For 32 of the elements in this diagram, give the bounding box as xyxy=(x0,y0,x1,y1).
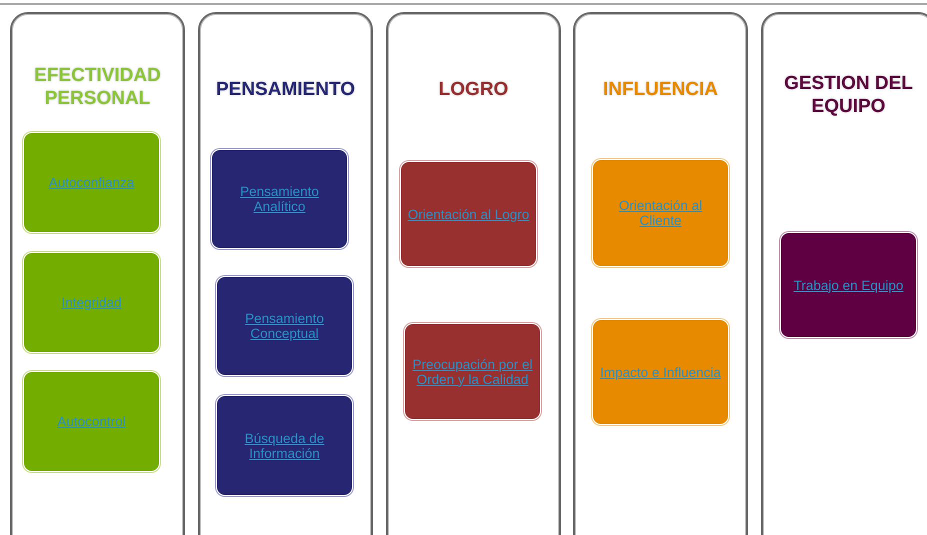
category-heading: PENSAMIENTO xyxy=(216,78,355,101)
category-heading: INFLUENCIA xyxy=(602,78,718,101)
category-panel xyxy=(10,12,185,535)
competency-link: Orientación al Cliente xyxy=(618,198,704,228)
competency-box xyxy=(216,395,353,496)
category-heading: EFECTIVIDAD PERSONAL xyxy=(33,64,162,110)
competency-link: Impacto e Influencia xyxy=(600,364,721,380)
competency-link: Preocupación por el Orden y la Calidad xyxy=(411,356,534,386)
competency-box xyxy=(216,276,353,376)
competency-box xyxy=(592,159,729,267)
competency-link: Integridad xyxy=(61,295,122,310)
competency-box xyxy=(211,149,348,249)
competency-box xyxy=(23,132,160,233)
competency-box xyxy=(404,323,541,420)
competency-link: Búsqueda de Información xyxy=(244,430,326,460)
competency-link: Pensamiento Analítico xyxy=(239,184,320,214)
category-panel xyxy=(198,12,373,535)
competency-box xyxy=(592,319,729,425)
category-panel xyxy=(573,12,748,535)
competency-link: Autoconfianza xyxy=(48,175,134,190)
competency-box xyxy=(23,252,160,353)
category-panel xyxy=(386,12,561,535)
competency-box xyxy=(780,232,917,338)
competency-box xyxy=(23,371,160,472)
category-panel xyxy=(761,12,927,535)
competency-link: Autocontrol xyxy=(57,414,126,429)
competency-link: Pensamiento Conceptual xyxy=(244,311,325,341)
competency-box xyxy=(400,161,537,267)
category-heading: GESTION DEL EQUIPO xyxy=(783,72,914,118)
category-heading: LOGRO xyxy=(438,78,508,101)
competency-link: Trabajo en Equipo xyxy=(794,278,904,292)
competency-link: Orientación al Logro xyxy=(408,206,530,222)
